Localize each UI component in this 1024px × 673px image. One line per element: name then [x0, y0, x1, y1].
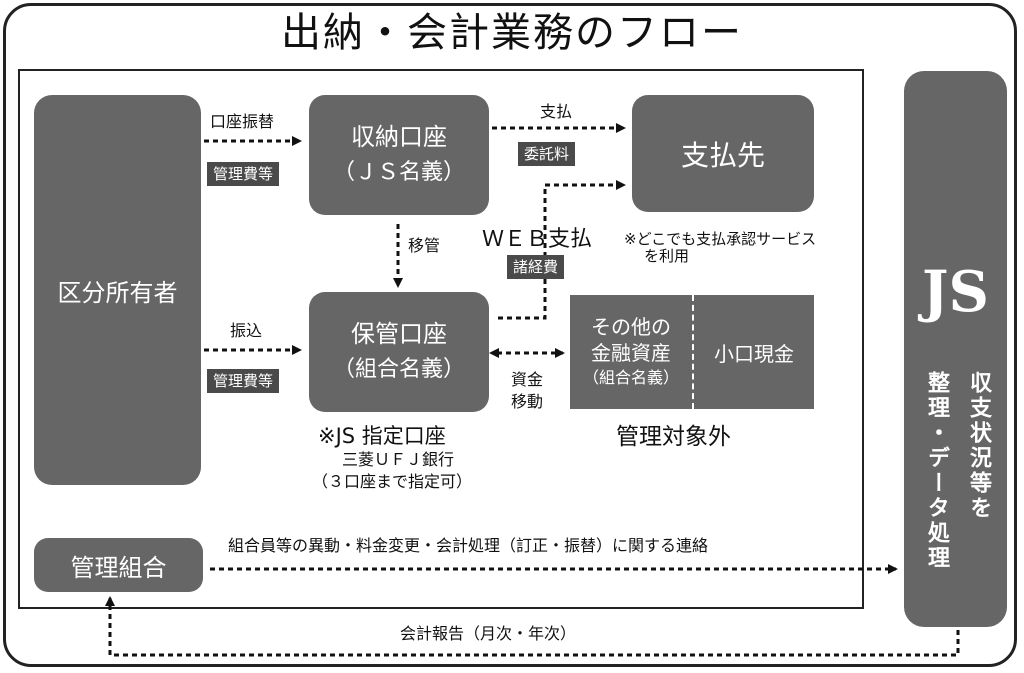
contact-label: 組合員等の異動・料金変更・会計処理（訂正・振替）に関する連絡 [228, 536, 709, 555]
custody-account-owner: （組合名義） [332, 357, 465, 382]
fund-move-label-2: 移動 [511, 392, 544, 411]
custody-account-label: 保管口座 [351, 320, 447, 348]
web-payment-label: ＷＥＢ支払 [482, 227, 593, 252]
js-text-left: 整理・データ処理 [924, 371, 949, 571]
mgmt-fee-badge-2: 管理費等 [207, 369, 280, 393]
collection-account-owner: （ＪＳ名義） [332, 160, 465, 185]
arrow-js-report [105, 596, 960, 657]
transfer-label: 口座振替 [210, 112, 275, 131]
commission-badge: 委託料 [518, 142, 576, 166]
move-label: 移管 [408, 236, 441, 255]
owner-label: 区分所有者 [57, 278, 178, 307]
petty-cash-section: 小口現金 [694, 295, 814, 409]
report-label: 会計報告（月次・年次） [400, 624, 577, 643]
js-designated-label: ※JS 指定口座 [318, 424, 446, 448]
web-service-note-2: を利用 [644, 247, 690, 265]
js-text-right: 収支状況等を [966, 371, 991, 521]
petty-cash-label: 小口現金 [714, 341, 794, 366]
payee-box: 支払先 [632, 95, 814, 212]
page-title: 出納・会計業務のフロー [281, 10, 743, 56]
other-assets-box: その他の 金融資産 （組合名義） 小口現金 [570, 295, 814, 409]
bank-label: 三菱ＵＦＪ銀行 [342, 450, 455, 469]
fund-move-label-1: 資金 [511, 370, 544, 389]
arrow-web-payment [498, 180, 626, 320]
association-label: 管理組合 [70, 553, 167, 582]
collection-account-box: 収納口座 （ＪＳ名義） [309, 95, 489, 215]
custody-account-box: 保管口座 （組合名義） [309, 292, 489, 412]
owner-box: 区分所有者 [34, 95, 201, 485]
other-assets-label-1: その他の [591, 315, 671, 339]
outer-frame [3, 3, 1017, 667]
other-assets-section: その他の 金融資産 （組合名義） [570, 295, 694, 409]
collection-account-label: 収納口座 [351, 123, 447, 151]
web-service-note-1: ※どこでも支払承認サービス [624, 230, 817, 248]
flow-area [18, 69, 864, 609]
mgmt-fee-badge-1: 管理費等 [207, 162, 280, 186]
payment-label: 支払 [540, 102, 573, 121]
out-of-scope-label: 管理対象外 [616, 424, 731, 450]
js-logo: JS [922, 259, 989, 325]
other-assets-owner: （組合名義） [582, 368, 679, 387]
deposit-label: 振込 [230, 321, 263, 340]
payee-label: 支払先 [680, 138, 765, 172]
other-assets-label-2: 金融資産 [591, 341, 671, 365]
designation-note: （３口座まで指定可） [312, 472, 473, 491]
misc-expenses-badge: 諸経費 [507, 255, 565, 279]
association-box: 管理組合 [34, 538, 203, 592]
js-box: JS 収支状況等を 整理・データ処理 [904, 71, 1007, 627]
